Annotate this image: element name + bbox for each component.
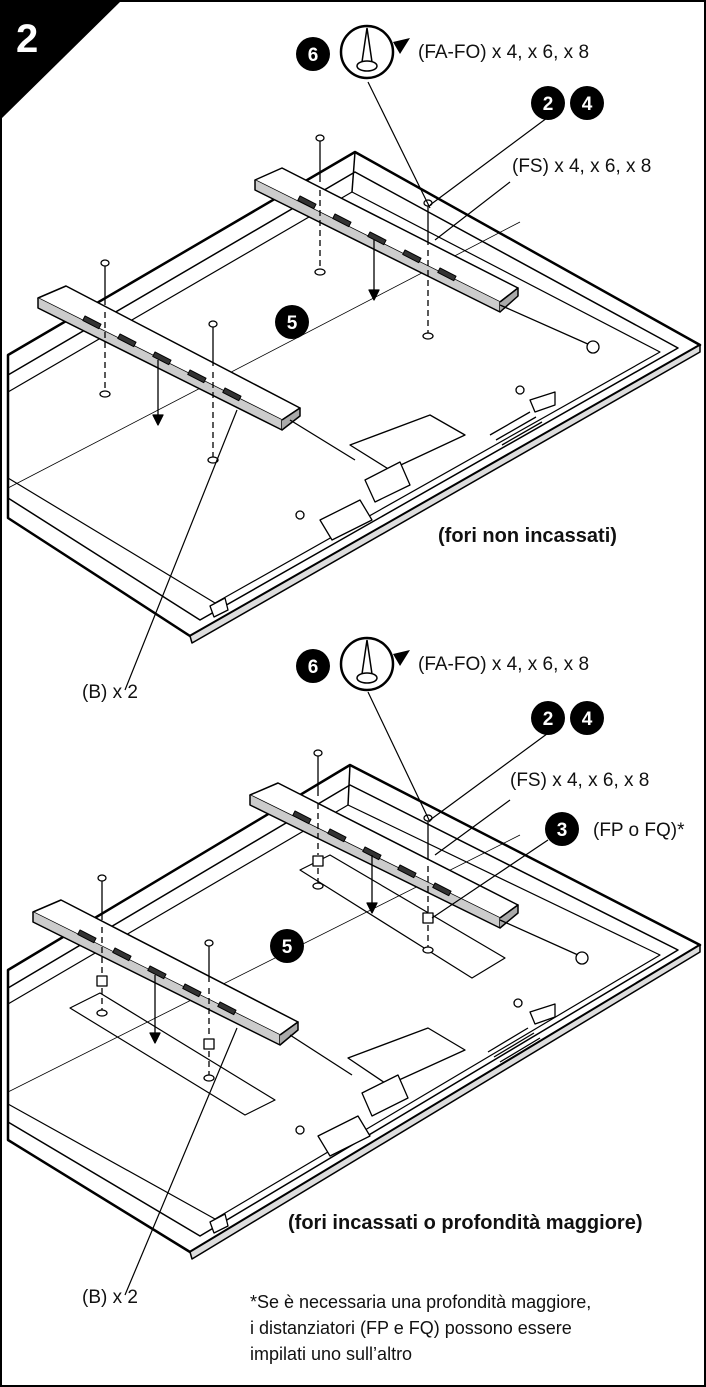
- callout-5-label: 5: [287, 313, 298, 334]
- left-bracket-top-slots: [82, 315, 242, 402]
- callout-6-label-bottom: 6: [308, 657, 319, 678]
- right-bracket-bottom-slots: [292, 810, 452, 897]
- tv-back-inner2: [7, 191, 661, 604]
- b-label-bottom: (B) x 2: [82, 1287, 138, 1308]
- callout-badge-5: 5: [275, 305, 309, 339]
- tighten-screw-icon-bottom: [339, 636, 410, 692]
- callout-4-label-bottom: 4: [582, 709, 593, 730]
- callout-2-label: 2: [543, 94, 554, 115]
- callout-badge-2-bottom: 2: [531, 701, 565, 735]
- footnote-line-3: impilati uno sull’altro: [250, 1344, 412, 1364]
- callout-5-label-bottom: 5: [282, 937, 293, 958]
- caption-top: (fori non incassati): [438, 525, 617, 547]
- tv-hardware-bottom: [209, 919, 589, 1234]
- fa-fo-label-bottom: (FA-FO) x 4, x 6, x 8: [418, 654, 589, 675]
- fa-fo-label: (FA-FO) x 4, x 6, x 8: [418, 42, 589, 63]
- fs-label: (FS) x 4, x 6, x 8: [512, 156, 651, 177]
- right-bracket-top-slots: [297, 195, 457, 282]
- callout-badge-6: 6: [296, 37, 330, 71]
- caption-bottom: (fori incassati o profondità maggiore): [288, 1212, 642, 1234]
- b-label-top: (B) x 2: [82, 682, 138, 703]
- callout-badge-4: 4: [570, 86, 604, 120]
- fp-fq-label-bottom: (FP o FQ)*: [593, 820, 685, 841]
- footnote-line-1: *Se è necessaria una profondità maggiore…: [250, 1292, 591, 1312]
- tv-hardware-top: [209, 304, 600, 618]
- right-bracket-bottom: [249, 782, 519, 929]
- callout-3-label-bottom: 3: [557, 820, 568, 841]
- callout-2-label-bottom: 2: [543, 709, 554, 730]
- tv-back-inner: [7, 171, 679, 621]
- top-illustration: [6, 134, 702, 644]
- screws-bottom: [96, 749, 434, 1082]
- tighten-screw-icon: [339, 24, 410, 80]
- step-number: 2: [16, 17, 38, 61]
- step-corner: 2: [0, 0, 122, 120]
- left-bracket-bottom: [32, 899, 299, 1046]
- callout-badge-3-bottom: 3: [545, 812, 579, 846]
- left-bracket-bottom-slots: [77, 929, 237, 1016]
- callout-4-label: 4: [582, 94, 593, 115]
- callout-badge-5-bottom: 5: [270, 929, 304, 963]
- top-callouts: 6 (FA-FO) x 4, x 6, x 8 2 4 (FS) x 4, x …: [82, 24, 651, 703]
- bottom-illustration: [6, 749, 702, 1260]
- footnote: *Se è necessaria una profondità maggiore…: [250, 1292, 591, 1364]
- callout-badge-2: 2: [531, 86, 565, 120]
- arrows-bottom: [149, 855, 378, 1044]
- bottom-callouts: 6 (FA-FO) x 4, x 6, x 8 2 4 (FS) x 4, x …: [82, 636, 685, 1308]
- right-bracket-top: [254, 167, 519, 313]
- recess-left: [69, 992, 276, 1116]
- screws-top: [99, 134, 434, 464]
- callout-6-label: 6: [308, 45, 319, 66]
- callout-badge-4-bottom: 4: [570, 701, 604, 735]
- callout-badge-6-bottom: 6: [296, 649, 330, 683]
- arrows-top: [152, 240, 380, 426]
- footnote-line-2: i distanziatori (FP e FQ) possono essere: [250, 1318, 572, 1338]
- fs-label-bottom: (FS) x 4, x 6, x 8: [510, 770, 649, 791]
